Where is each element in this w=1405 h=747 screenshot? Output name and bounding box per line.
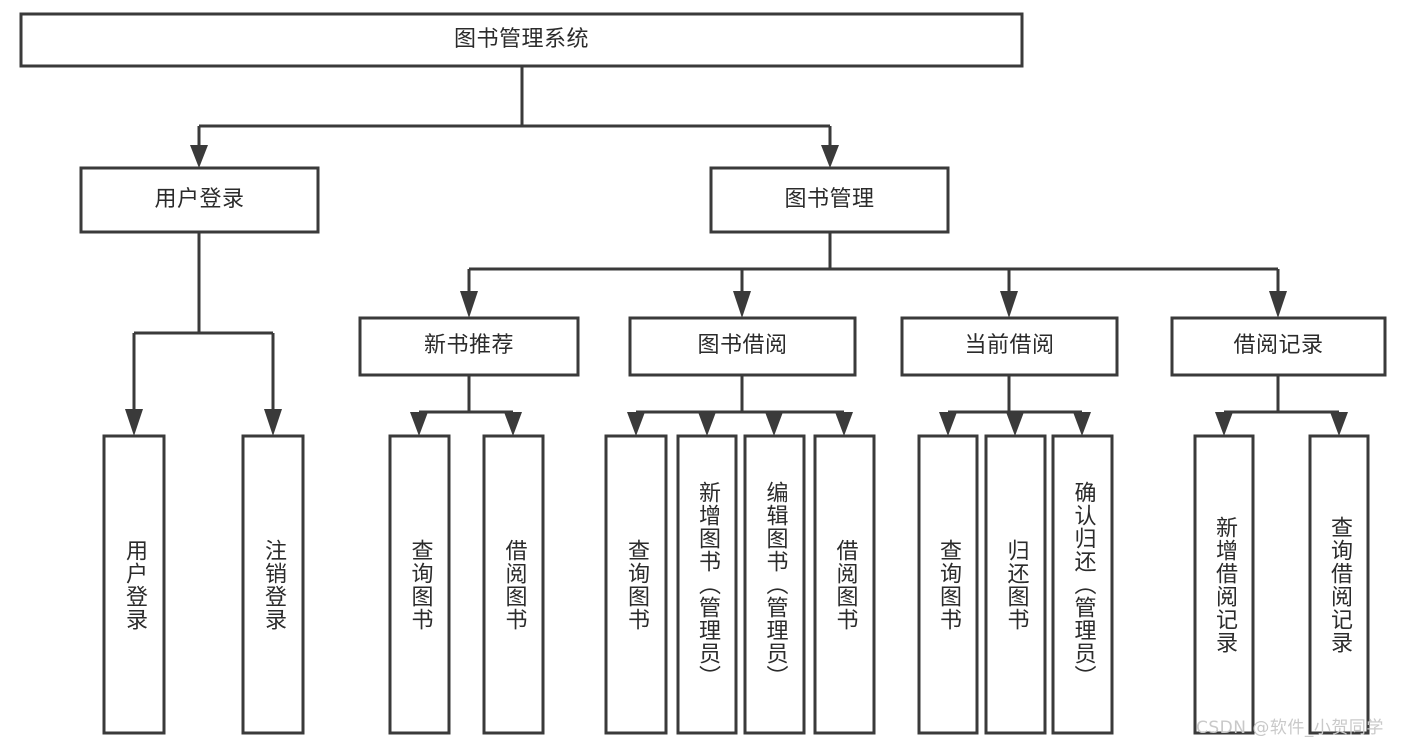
arrow-head-current-borrow: [1000, 291, 1018, 318]
arrow-head-leaf-query-book-current: [939, 412, 957, 436]
node-leaf-query-borrow-record-box[interactable]: [1308, 434, 1370, 735]
arrow-head-leaf-add-book-admin: [698, 412, 716, 436]
node-leaf-return-book-box[interactable]: [984, 434, 1047, 735]
arrow-head-leaf-return-book: [1006, 412, 1024, 436]
node-borrow-records-box[interactable]: [1170, 316, 1387, 377]
arrow-head-book-borrow: [733, 291, 751, 318]
node-leaf-add-borrow-record-box[interactable]: [1193, 434, 1255, 735]
arrow-head-leaf-confirm-return-admin: [1073, 412, 1091, 436]
arrow-head-leaf-edit-book-admin: [765, 412, 783, 436]
node-user-login-box[interactable]: [79, 166, 320, 234]
connector-root-to-level2: [190, 66, 839, 168]
arrow-head-borrow-records: [1269, 291, 1287, 318]
node-leaf-confirm-return-admin-box[interactable]: [1051, 434, 1114, 735]
node-leaf-query-book-recommend-box[interactable]: [388, 434, 451, 735]
arrow-head-leaf-add-borrow-record: [1215, 412, 1233, 436]
connector-bookborrow-to-leaves: [627, 375, 853, 436]
node-leaf-edit-book-admin-box[interactable]: [743, 434, 806, 735]
arrow-head-leaf-query-book-borrow: [627, 412, 645, 436]
connector-currentborrow-to-leaves: [939, 375, 1091, 436]
arrow-head-leaf-user-logout: [264, 409, 282, 436]
connector-borrowrecords-to-leaves: [1215, 375, 1348, 436]
node-book-borrow-box[interactable]: [628, 316, 857, 377]
node-leaf-user-logout-box[interactable]: [241, 434, 305, 735]
arrow-head-leaf-borrow-book-recommend: [504, 412, 522, 436]
node-book-management-box[interactable]: [709, 166, 950, 234]
connector-userlogin-to-leaves: [125, 232, 282, 436]
node-root-box[interactable]: [19, 12, 1024, 68]
node-leaf-query-book-current-box[interactable]: [917, 434, 979, 735]
arrow-head-leaf-user-login: [125, 409, 143, 436]
arrow-head-leaf-query-borrow-record: [1330, 412, 1348, 436]
node-leaf-borrow-book-box[interactable]: [813, 434, 876, 735]
connector-bookmanagement-to-level3: [460, 232, 1287, 318]
node-leaf-query-book-borrow-box[interactable]: [604, 434, 668, 735]
node-new-book-recommend-box[interactable]: [358, 316, 580, 377]
arrow-head-leaf-borrow-book: [835, 412, 853, 436]
arrow-head-user-login: [190, 145, 208, 168]
node-leaf-user-login-box[interactable]: [102, 434, 166, 735]
node-current-borrow-box[interactable]: [900, 316, 1119, 377]
arrow-head-leaf-query-book-recommend: [410, 412, 428, 436]
node-leaf-add-book-admin-box[interactable]: [676, 434, 738, 735]
arrow-head-book-management: [821, 145, 839, 168]
node-leaf-borrow-book-recommend-box[interactable]: [482, 434, 545, 735]
arrow-head-new-book-recommend: [460, 291, 478, 318]
connector-newbook-to-leaves: [410, 375, 522, 436]
